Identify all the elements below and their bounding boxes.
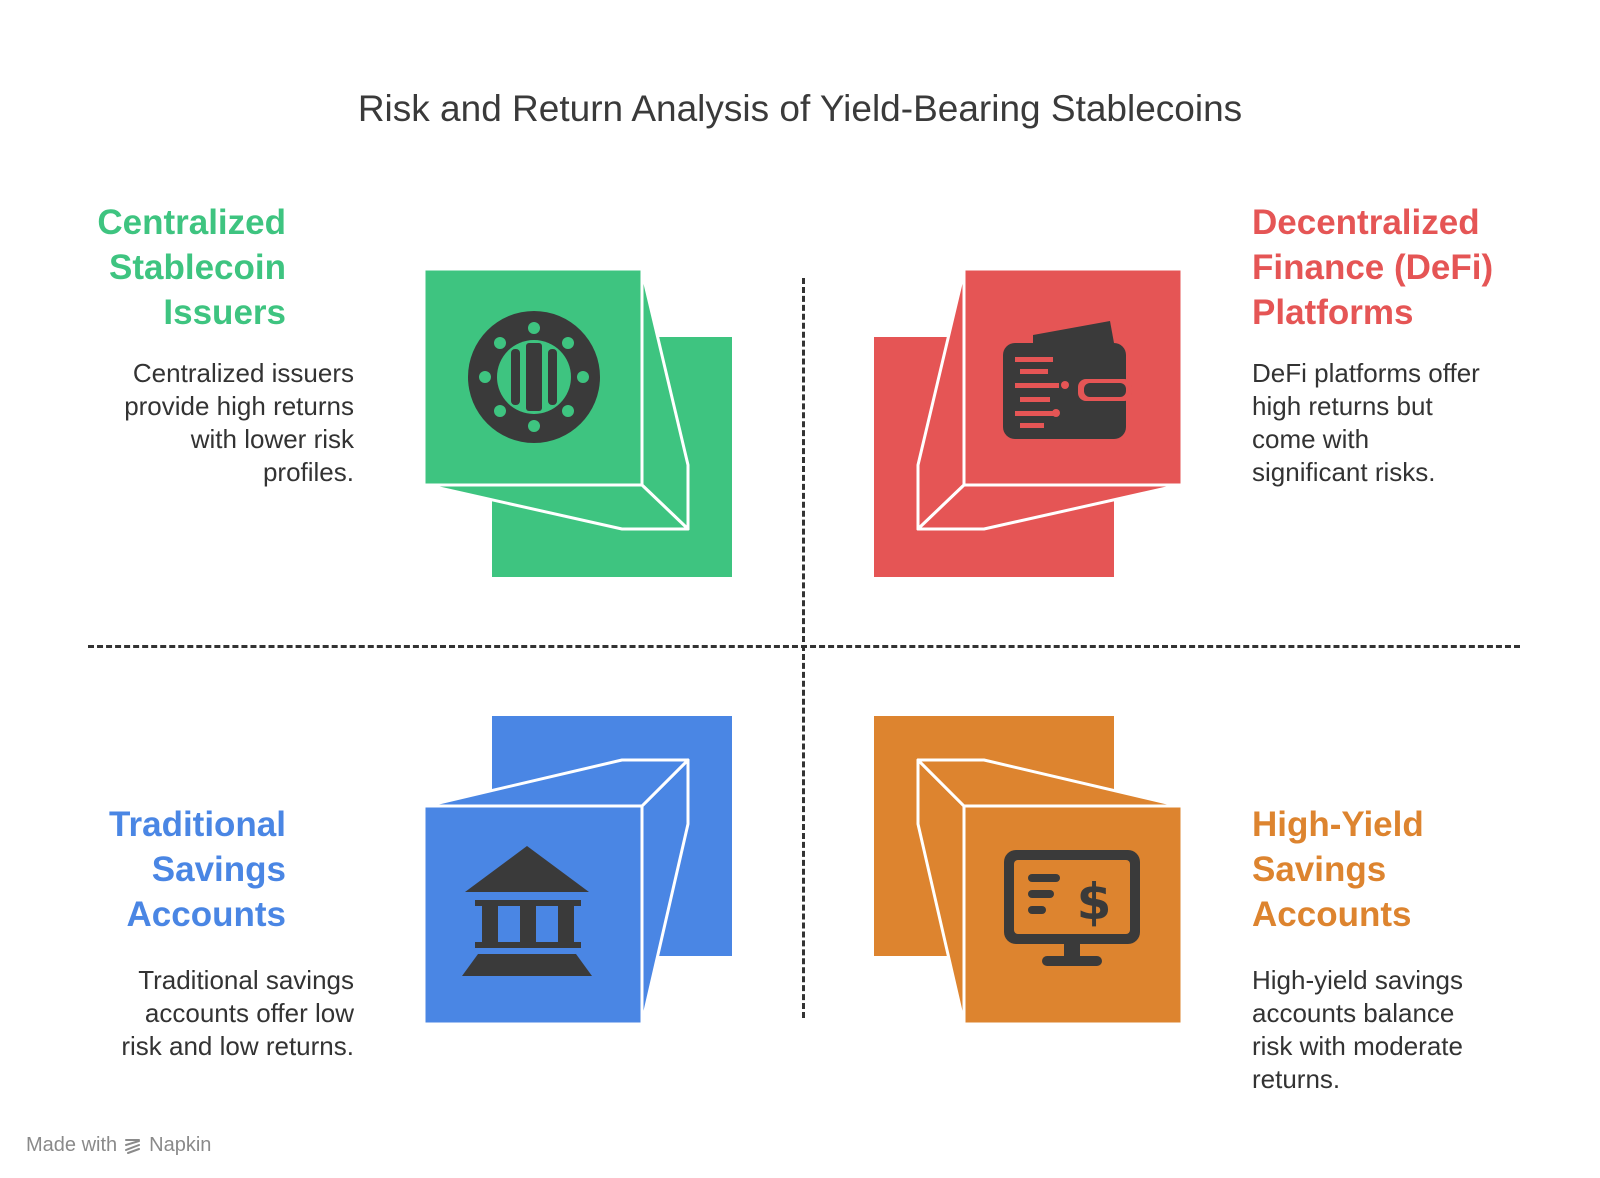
description-line: accounts balance	[1252, 998, 1455, 1028]
quadrant-high-yield-heading: High-Yield Savings Accounts	[1252, 802, 1552, 937]
quadrant-centralized-description: Centralized issuers provide high returns…	[80, 357, 354, 489]
heading-line: Savings	[151, 850, 286, 889]
heading-line: Savings	[1252, 850, 1387, 889]
heading-line: Decentralized	[1252, 203, 1480, 242]
description-line: high returns but	[1252, 391, 1433, 421]
vertical-divider	[802, 278, 805, 1018]
made-with-label: Made with	[26, 1134, 118, 1156]
horizontal-divider	[88, 645, 1520, 648]
high-yield-cube-graphic: $	[874, 716, 1184, 1026]
heading-line: Issuers	[163, 293, 286, 332]
description-line: Centralized issuers	[132, 358, 354, 388]
quadrant-traditional-description: Traditional savings accounts offer low r…	[60, 964, 354, 1063]
description-line: come with	[1252, 424, 1370, 454]
bank-icon	[462, 846, 592, 976]
heading-line: Finance (DeFi)	[1252, 248, 1494, 287]
description-line: risk with moderate	[1252, 1031, 1463, 1061]
quadrant-high-yield-description: High-yield savings accounts balance risk…	[1252, 964, 1522, 1096]
quadrant-defi-description: DeFi platforms offer high returns but co…	[1252, 357, 1522, 489]
heading-line: Stablecoin	[109, 248, 286, 287]
coin-icon	[468, 311, 600, 443]
napkin-brand-label: Napkin	[149, 1134, 212, 1156]
digital-wallet-icon	[1003, 321, 1132, 439]
heading-line: Accounts	[126, 895, 286, 934]
page-title: Risk and Return Analysis of Yield-Bearin…	[357, 88, 1243, 129]
online-banking-monitor-icon: $	[1004, 850, 1140, 966]
heading-line: Traditional	[109, 805, 286, 844]
footer: Made with Napkin	[26, 1134, 211, 1157]
description-line: DeFi platforms offer	[1252, 358, 1480, 388]
heading-line: Centralized	[97, 203, 286, 242]
description-line: significant risks.	[1252, 457, 1436, 487]
description-line: accounts offer low	[144, 998, 354, 1028]
quadrant-centralized-heading: Centralized Stablecoin Issuers	[40, 200, 286, 335]
description-line: risk and low returns.	[121, 1031, 354, 1061]
centralized-cube-graphic	[422, 267, 732, 577]
traditional-cube-graphic	[422, 716, 732, 1026]
svg-text:$: $	[1077, 873, 1112, 931]
description-line: with lower risk	[190, 424, 354, 454]
quadrant-defi-heading: Decentralized Finance (DeFi) Platforms	[1252, 200, 1552, 335]
heading-line: High-Yield	[1252, 805, 1424, 844]
description-line: provide high returns	[124, 391, 354, 421]
heading-line: Accounts	[1252, 895, 1412, 934]
napkin-logo-icon	[125, 1138, 141, 1154]
heading-line: Platforms	[1252, 293, 1414, 332]
description-line: profiles.	[262, 457, 354, 487]
description-line: returns.	[1252, 1064, 1341, 1094]
defi-cube-graphic	[874, 267, 1184, 577]
description-line: Traditional savings	[138, 965, 354, 995]
description-line: High-yield savings	[1252, 965, 1463, 995]
quadrant-traditional-heading: Traditional Savings Accounts	[40, 802, 286, 937]
